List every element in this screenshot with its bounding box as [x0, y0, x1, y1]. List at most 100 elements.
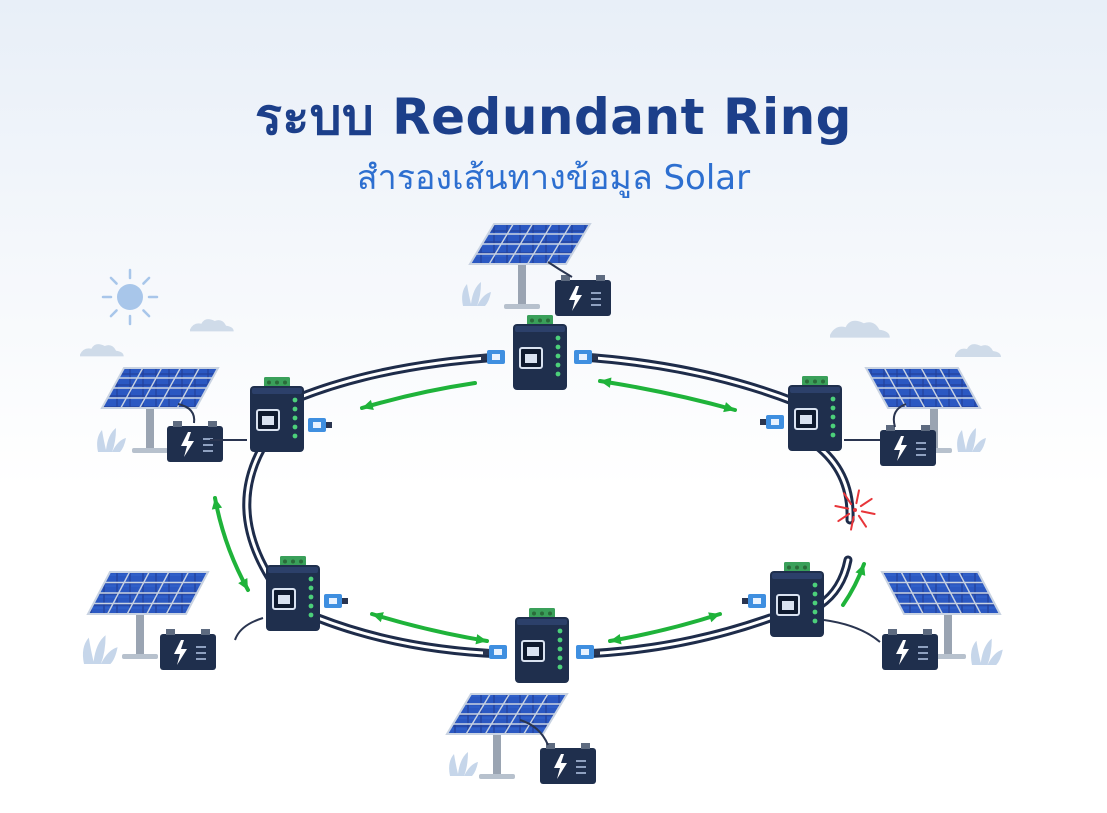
plant-icon — [82, 635, 118, 664]
status-led — [812, 600, 818, 606]
ethernet-port-icon — [519, 347, 543, 369]
battery-icon — [160, 629, 216, 670]
status-led — [830, 423, 836, 429]
sun-icon — [101, 268, 159, 326]
status-led — [292, 406, 298, 412]
page-title: ระบบ Redundant Ring — [255, 88, 852, 146]
status-led — [830, 414, 836, 420]
bidirectional-arrow-icon — [370, 612, 489, 645]
battery-icon — [540, 743, 596, 784]
battery-icon — [882, 629, 938, 670]
status-led — [292, 397, 298, 403]
ethernet-port-icon — [256, 409, 280, 431]
sfp-connector — [760, 415, 784, 429]
status-led — [308, 612, 314, 618]
network-switch-right-lower — [770, 562, 824, 637]
solar-panel-icon — [86, 571, 210, 659]
status-led — [812, 618, 818, 624]
status-led — [812, 609, 818, 615]
ring-cable — [293, 352, 505, 403]
status-led — [830, 405, 836, 411]
status-led — [557, 628, 563, 634]
plant-icon — [971, 638, 1003, 665]
bolt-icon — [174, 640, 187, 665]
plant-icon — [97, 428, 126, 452]
bidirectional-arrow-icon — [360, 381, 477, 410]
power-cable — [177, 403, 196, 424]
status-led — [555, 335, 561, 341]
bidirectional-arrow-icon — [841, 562, 866, 607]
cloud-icon — [80, 344, 124, 357]
cloud-icon — [955, 344, 1001, 357]
solar-panel-icon — [880, 571, 1002, 659]
network-switch-left-upper — [250, 377, 304, 452]
network-switch-left-lower — [266, 556, 320, 631]
bidirectional-arrow-icon — [598, 377, 737, 413]
solar-panel-icon — [864, 367, 982, 453]
plant-icon — [957, 428, 986, 452]
ring-cable — [577, 613, 775, 659]
ring-cable — [577, 352, 800, 407]
power-cable — [823, 619, 881, 643]
status-led — [292, 433, 298, 439]
ethernet-port-icon — [272, 588, 296, 610]
bidirectional-arrow-icon — [608, 612, 722, 645]
cloud-icon — [830, 320, 890, 338]
status-led — [557, 664, 563, 670]
cloud-icon — [190, 319, 234, 332]
sfp-connector — [742, 594, 766, 608]
status-led — [557, 655, 563, 661]
bolt-icon — [896, 640, 909, 665]
bolt-icon — [181, 432, 194, 457]
battery-icon — [167, 421, 223, 462]
plant-icon — [449, 752, 478, 776]
status-led — [557, 646, 563, 652]
status-led — [830, 432, 836, 438]
status-led — [557, 637, 563, 643]
status-led — [308, 576, 314, 582]
network-switch-bottom — [515, 608, 569, 683]
power-cable — [234, 617, 264, 641]
bidirectional-arrow-icon — [211, 496, 250, 592]
sfp-connector — [576, 645, 600, 659]
status-led — [308, 594, 314, 600]
ethernet-port-icon — [776, 594, 800, 616]
network-switch-top — [513, 315, 567, 390]
page-subtitle: สำรองเส้นทางข้อมูล Solar — [356, 158, 751, 198]
ring-cable — [313, 613, 507, 659]
status-led — [308, 585, 314, 591]
status-led — [555, 344, 561, 350]
sfp-connector — [481, 350, 505, 364]
status-led — [812, 582, 818, 588]
status-led — [812, 591, 818, 597]
status-led — [830, 396, 836, 402]
sfp-connector — [574, 350, 598, 364]
sfp-connector — [483, 645, 507, 659]
bolt-icon — [554, 754, 567, 779]
solar-panel-icon — [468, 223, 592, 309]
battery-icon — [880, 425, 936, 466]
status-led — [555, 353, 561, 359]
solar-panel-icon — [100, 367, 220, 453]
power-cable — [547, 261, 573, 278]
ring-cable — [242, 443, 275, 583]
bolt-icon — [894, 436, 907, 461]
ring-cable — [815, 555, 853, 610]
power-cable — [519, 719, 549, 746]
ethernet-port-icon — [794, 408, 818, 430]
status-led — [308, 603, 314, 609]
status-led — [292, 424, 298, 430]
solar-panel-icon — [445, 693, 569, 779]
sfp-connector — [324, 594, 348, 608]
cable-break-icon — [834, 489, 876, 531]
power-cable — [892, 403, 907, 428]
status-led — [555, 371, 561, 377]
status-led — [555, 362, 561, 368]
status-led — [292, 415, 298, 421]
network-switch-right-upper — [788, 376, 842, 451]
battery-icon — [555, 275, 611, 316]
bolt-icon — [569, 286, 582, 311]
sfp-connector — [308, 418, 332, 432]
plant-icon — [462, 282, 491, 306]
